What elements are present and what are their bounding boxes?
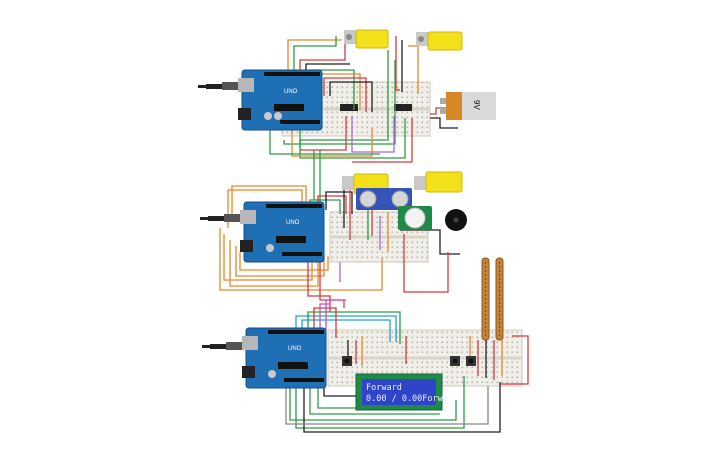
middle-assembly: UNO	[200, 150, 467, 312]
lcd-display-icon: Forward 0.00 / 0.00Forwa	[355, 373, 448, 411]
pushbutton-icon	[342, 356, 352, 366]
arduino-logo: UNO	[288, 346, 302, 352]
pushbutton-icon	[450, 356, 460, 366]
motor-driver-icon	[394, 104, 412, 111]
usb-cable-icon	[198, 82, 238, 90]
pushbutton-icon	[466, 356, 476, 366]
arduino-uno-middle[interactable]: UNO	[240, 201, 325, 263]
bottom-wires	[285, 299, 529, 433]
top-assembly: UNO 9V	[198, 29, 496, 163]
dc-motor-icon	[414, 171, 463, 193]
ultrasonic-sensor-icon	[356, 188, 412, 210]
buzzer-icon	[445, 209, 467, 231]
battery-label: 9V	[472, 100, 481, 110]
dc-motor-icon	[344, 29, 389, 49]
bottom-assembly: UNO Forward 0.00 / 0.00Forwa	[202, 257, 529, 433]
lcd-line-2: 0.00 / 0.00Forwa	[366, 394, 448, 404]
middle-wires	[219, 150, 460, 312]
arduino-uno-bottom[interactable]: UNO	[242, 327, 327, 389]
arduino-uno-top[interactable]: UNO	[238, 69, 323, 131]
lcd-line-1: Forward	[366, 383, 402, 393]
flex-sensor-icon	[481, 257, 490, 341]
arduino-logo: UNO	[286, 220, 300, 226]
usb-cable-icon	[202, 342, 242, 350]
usb-cable-icon	[200, 214, 240, 222]
motor-driver-icon	[340, 104, 358, 111]
pir-sensor-icon	[398, 206, 432, 230]
flex-sensor-icon	[495, 257, 504, 341]
battery-icon: 9V	[440, 92, 496, 120]
dc-motor-icon	[416, 31, 463, 51]
arduino-logo: UNO	[284, 89, 298, 95]
